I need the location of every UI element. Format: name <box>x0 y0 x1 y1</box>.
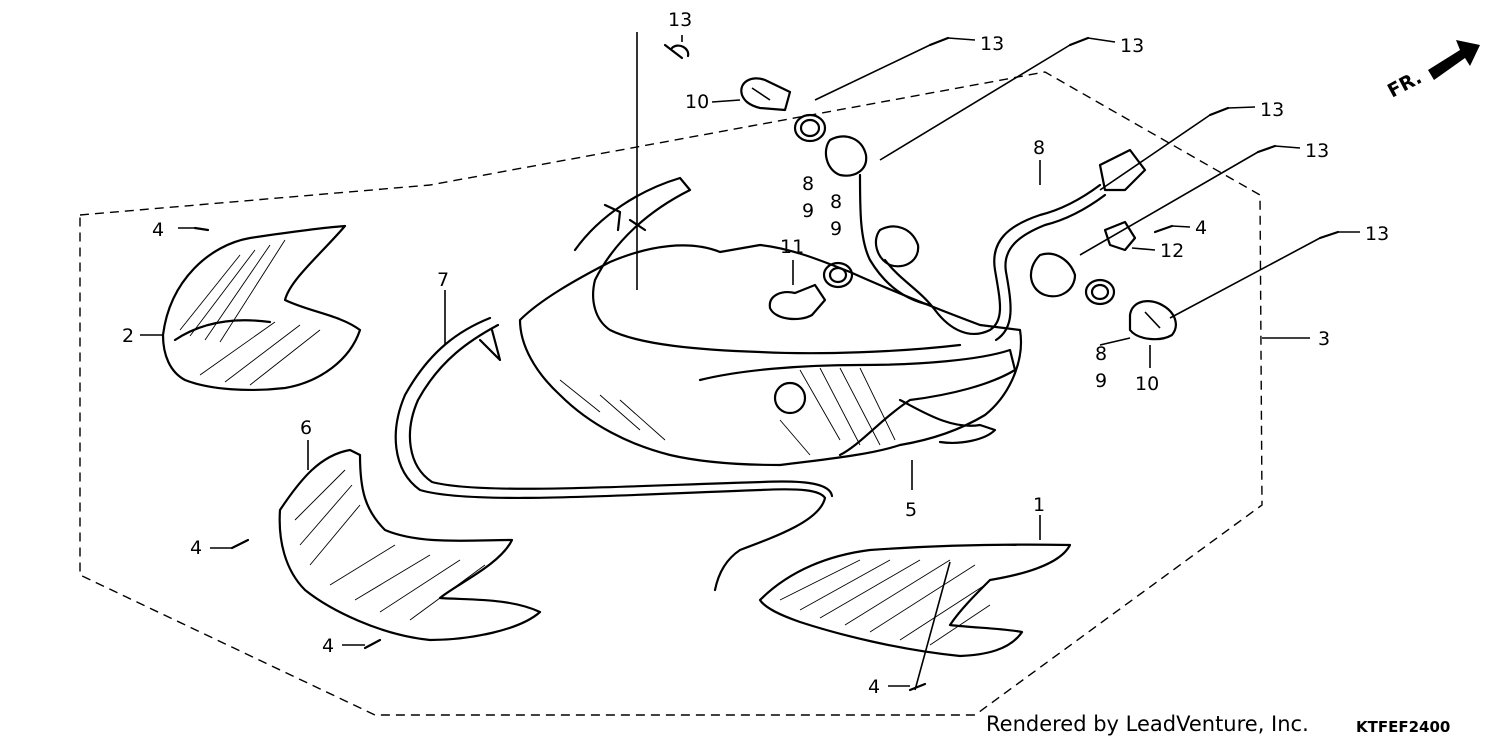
callout-9: 9 <box>1095 370 1107 392</box>
diagram-code: KTFEF2400 <box>1356 718 1451 736</box>
screw-icons <box>193 36 1340 692</box>
callout-8: 8 <box>830 191 842 213</box>
part-8-wire-harness <box>824 135 1147 342</box>
callout-13: 13 <box>1365 223 1389 245</box>
part-10-bulb-lower <box>1128 300 1177 341</box>
callout-4: 4 <box>152 219 164 241</box>
part-6-left-lower-lens <box>278 448 542 642</box>
callout-13: 13 <box>1305 140 1329 162</box>
callout-7: 7 <box>437 269 449 291</box>
part-7-seal <box>394 316 834 592</box>
callout-1: 1 <box>1033 494 1045 516</box>
part-10-bulb-upper <box>740 77 792 112</box>
leader-lines <box>140 32 1360 691</box>
callout-4: 4 <box>1195 217 1207 239</box>
callout-13: 13 <box>668 9 692 31</box>
callout-3: 3 <box>1318 328 1330 350</box>
part-11-bulb <box>768 283 827 321</box>
render-credit: Rendered by LeadVenture, Inc. <box>986 712 1309 736</box>
part-1-right-lower-lens <box>758 543 1072 658</box>
callout-4: 4 <box>868 676 880 698</box>
callout-9: 9 <box>830 218 842 240</box>
front-label: FR. <box>1384 66 1425 102</box>
part-2-left-upper-lens <box>161 224 362 391</box>
callout-4: 4 <box>190 537 202 559</box>
callout-10: 10 <box>685 91 709 113</box>
callout-5: 5 <box>905 499 917 521</box>
part-12-clip <box>1103 220 1137 252</box>
part-5-housing <box>518 176 1022 467</box>
part-9-socket-rings <box>793 113 1116 306</box>
callout-9: 9 <box>802 200 814 222</box>
callout-8: 8 <box>1095 343 1107 365</box>
assembly-outline <box>79 71 1263 716</box>
callout-8: 8 <box>802 173 814 195</box>
callout-13: 13 <box>980 33 1004 55</box>
callout-8: 8 <box>1033 137 1045 159</box>
callout-11: 11 <box>780 236 804 258</box>
callout-4: 4 <box>322 635 334 657</box>
callout-13: 13 <box>1120 35 1144 57</box>
callout-6: 6 <box>300 417 312 439</box>
callout-10: 10 <box>1135 373 1159 395</box>
callout-2: 2 <box>122 325 134 347</box>
callout-13: 13 <box>1260 99 1284 121</box>
callout-12: 12 <box>1160 240 1184 262</box>
front-arrow-icon <box>1428 40 1480 80</box>
